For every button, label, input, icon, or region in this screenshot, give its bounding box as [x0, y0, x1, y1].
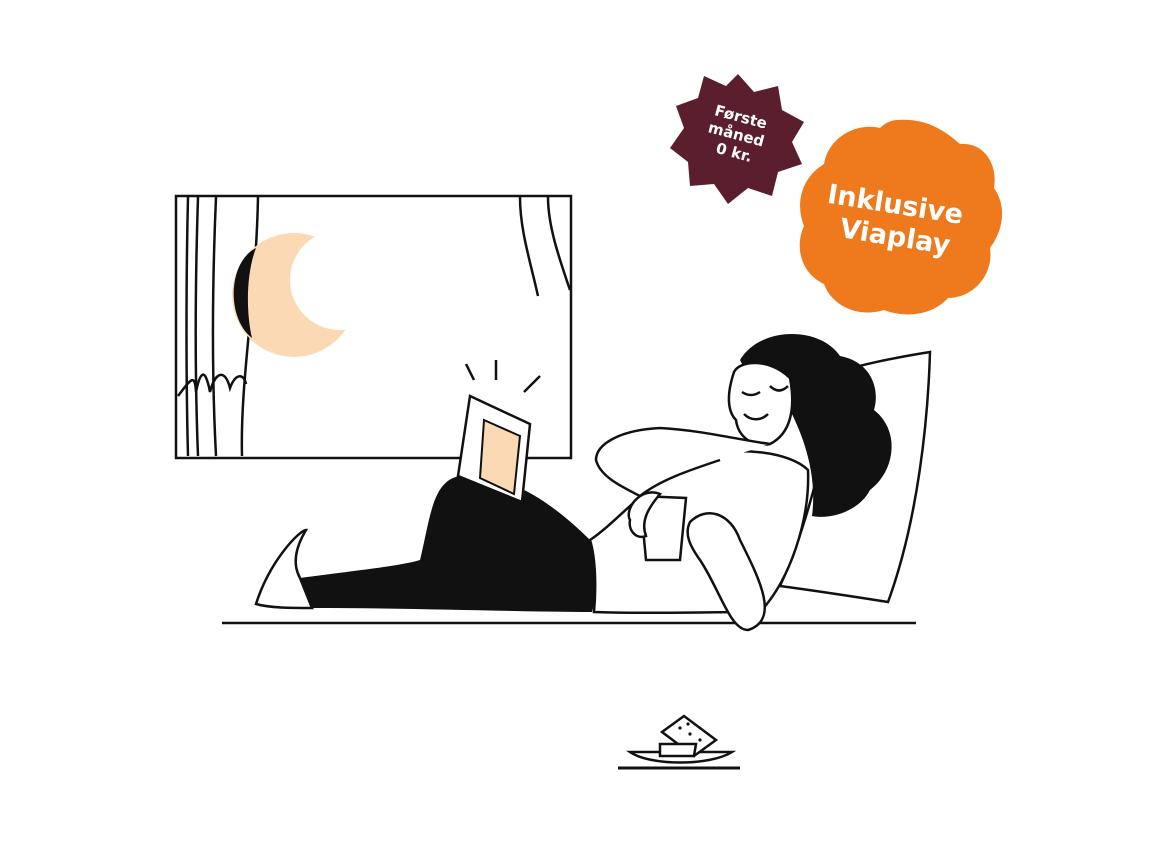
arm-raised — [594, 426, 771, 498]
arm-lower — [686, 512, 766, 632]
legs — [300, 475, 595, 612]
moon-icon — [232, 230, 390, 357]
cup-icon — [638, 494, 688, 562]
svg-text:Første måned 0: Første måned 0 kr. — [702, 101, 776, 169]
inclusive-viaplay-badge: Inklusive Viaplay — [799, 119, 1003, 315]
hand-left — [627, 491, 663, 539]
plate-with-cake — [618, 714, 740, 770]
window — [174, 194, 573, 460]
first-month-free-badge: Første måned 0 kr. — [670, 74, 804, 204]
face — [727, 361, 794, 447]
foot — [254, 528, 314, 610]
tablet-device — [456, 360, 541, 504]
